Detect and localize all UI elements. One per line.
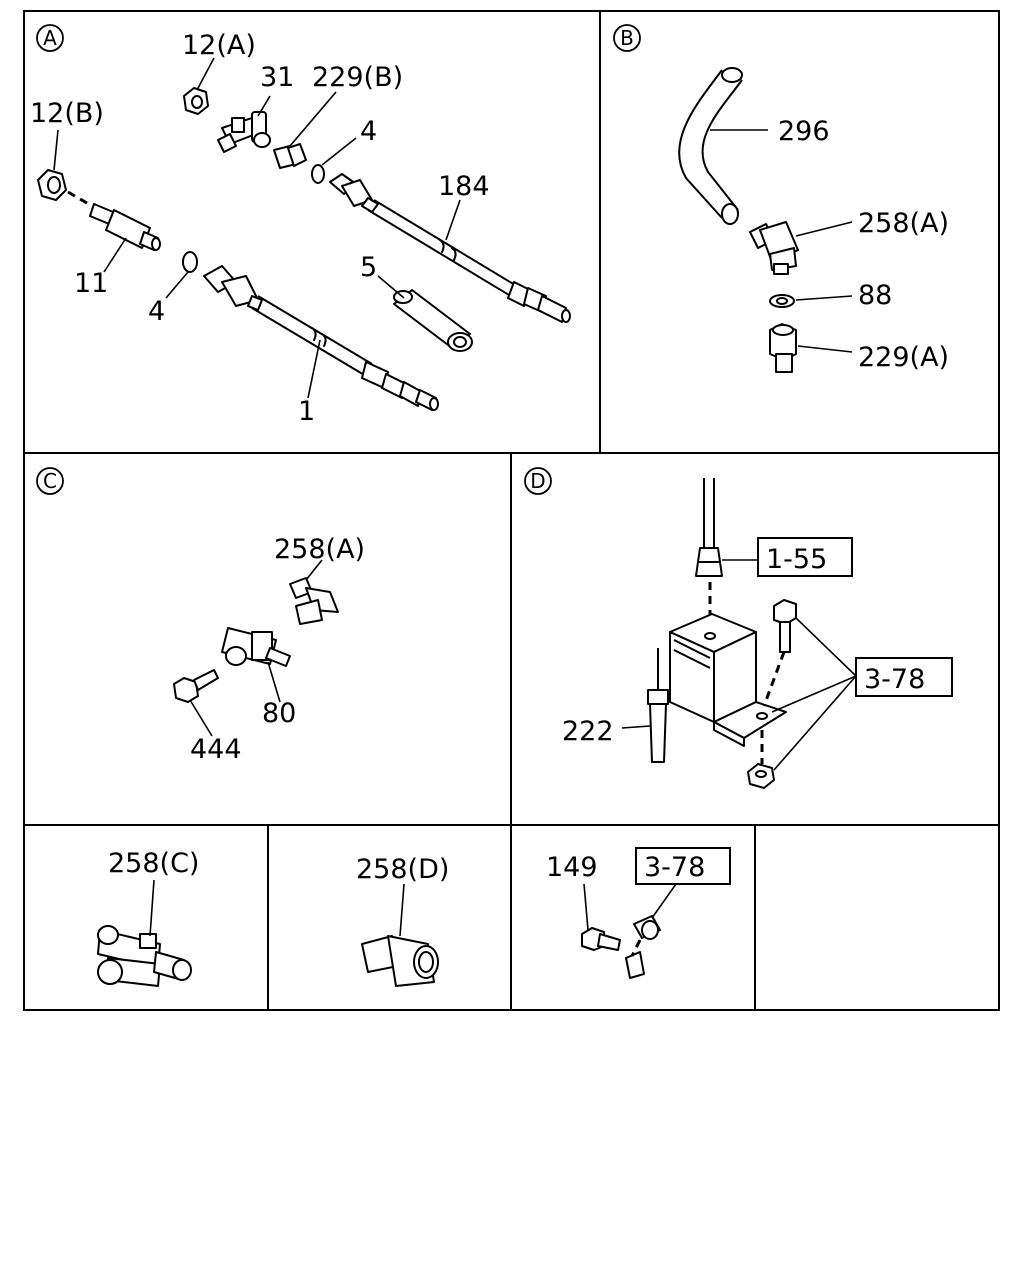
ref-box-3-78-d[interactable]: 3-78 [855, 657, 953, 697]
nut-12a-part [183, 87, 209, 115]
label-88: 88 [858, 280, 892, 311]
hose-296-part [678, 67, 743, 225]
section-b-marker: B [613, 24, 641, 52]
bolt-149-part [581, 927, 621, 951]
label-258a-c: 258(A) [274, 534, 365, 565]
label-31: 31 [260, 62, 294, 93]
label-222: 222 [562, 716, 614, 747]
label-229b: 229(B) [312, 62, 403, 93]
label-296: 296 [778, 116, 830, 147]
ref-box-1-55[interactable]: 1-55 [757, 537, 853, 577]
label-258d: 258(D) [356, 854, 449, 885]
washer-4-top-part [311, 164, 325, 184]
bolt-3-78-top-part [773, 599, 797, 653]
label-12b: 12(B) [30, 98, 104, 129]
section-d-marker: D [524, 467, 552, 495]
fitting-229b-part [273, 143, 307, 169]
panel-frames [23, 10, 1000, 1011]
hose-184-part [329, 173, 571, 323]
sleeve-5-part [393, 289, 473, 352]
label-11: 11 [74, 268, 108, 299]
label-184: 184 [438, 171, 490, 202]
label-229a: 229(A) [858, 342, 949, 373]
label-5: 5 [360, 252, 377, 283]
elbow-258a-c-part [289, 577, 339, 625]
section-a-marker-text: A [43, 26, 57, 50]
elbow-258a-part [749, 221, 799, 275]
pipe-top-part [695, 478, 723, 577]
section-g: 149 3-78 [546, 847, 731, 979]
label-149: 149 [546, 852, 598, 883]
fitting-11-part [89, 203, 161, 251]
section-f: 258(D) [356, 854, 449, 987]
section-b-marker-text: B [620, 26, 634, 50]
section-a-marker: A [36, 24, 64, 52]
bracket-part [669, 613, 787, 747]
label-4-bottom: 4 [148, 296, 165, 327]
section-d: D 1-55 [524, 467, 953, 789]
label-4-top: 4 [360, 116, 377, 147]
section-c-marker-text: C [43, 469, 57, 493]
label-258a-b: 258(A) [858, 208, 949, 239]
ref-3-78-d-text: 3-78 [864, 664, 925, 695]
tee-31-part [217, 111, 271, 153]
ref-3-78-g-text: 3-78 [644, 852, 705, 883]
label-258c: 258(C) [108, 848, 199, 879]
clamp-part [625, 915, 661, 979]
section-c: C 258(A) 80 444 [36, 467, 365, 765]
label-12a: 12(A) [182, 30, 256, 61]
ref-box-3-78-g[interactable]: 3-78 [635, 847, 731, 885]
label-1: 1 [298, 396, 315, 427]
bolt-444-part [173, 669, 219, 703]
section-a: A 12(A) 31 229(B) 4 [30, 24, 571, 427]
tee-80-part [221, 627, 291, 667]
label-80: 80 [262, 698, 296, 729]
elbow-258d-part [361, 935, 439, 987]
nut-12b-part [37, 169, 67, 201]
section-c-marker: C [36, 467, 64, 495]
label-444: 444 [190, 734, 242, 765]
nut-bottom-part [747, 763, 775, 789]
section-d-marker-text: D [530, 469, 545, 493]
section-e: 258(C) [97, 848, 199, 987]
ref-1-55-text: 1-55 [766, 544, 827, 575]
clip-222-part [647, 648, 669, 763]
section-b: B 296 258(A) 88 22 [613, 24, 949, 373]
washer-4-bottom-part [182, 251, 198, 273]
tee-258c-part [97, 925, 192, 987]
fitting-229a-part [769, 323, 797, 373]
hose-1-part [203, 265, 439, 411]
